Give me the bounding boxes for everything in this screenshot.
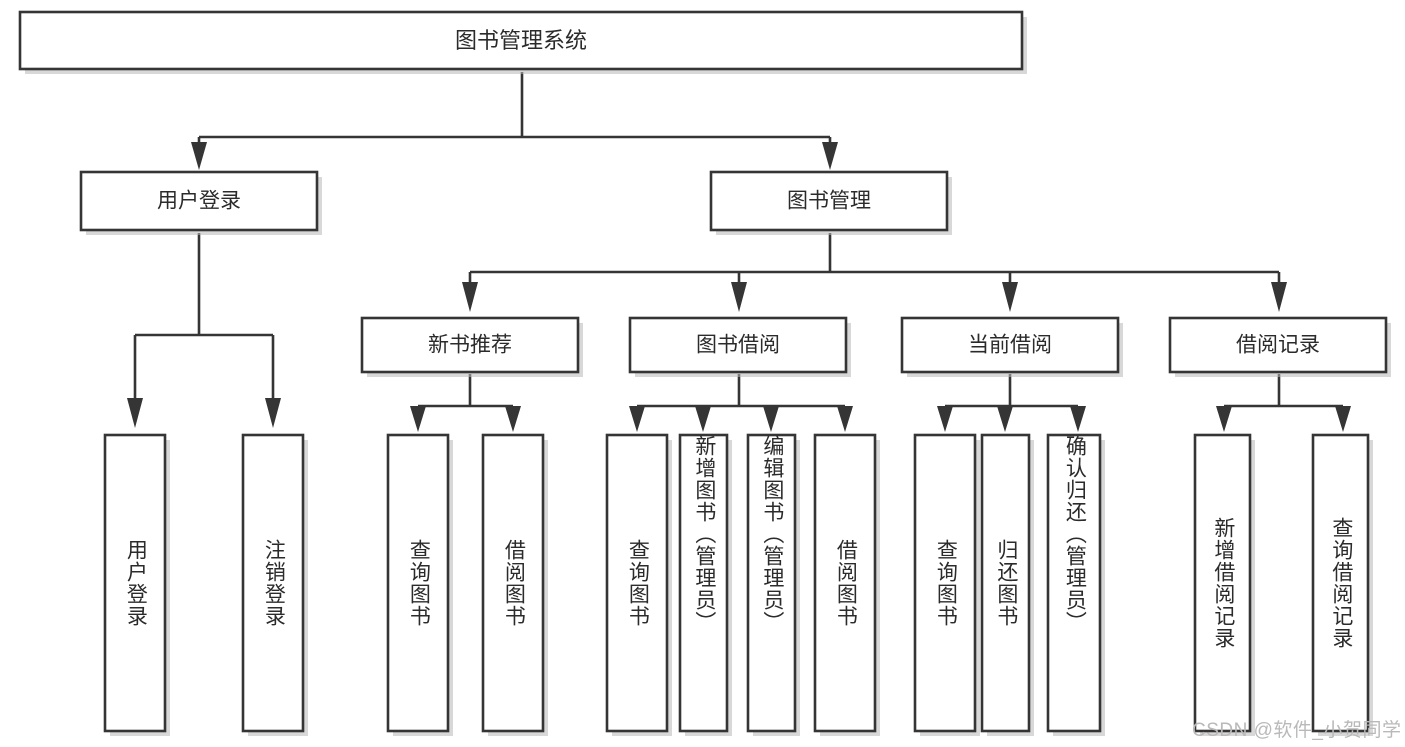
watermark-text: CSDN @软件_小贺同学 — [1192, 720, 1402, 741]
node-leaf-logout[interactable] — [241, 433, 308, 736]
node-leaf-user-login[interactable] — [103, 433, 170, 736]
connector-newbook-to-leaves — [410, 374, 521, 432]
node-new-book-recommend-label: 新书推荐 — [428, 334, 512, 357]
node-leaf-add-book[interactable] — [678, 433, 732, 736]
node-book-manage[interactable]: 图书管理 — [709, 170, 952, 235]
node-leaf-query-record[interactable] — [1311, 433, 1373, 736]
connector-root-to-level1 — [191, 72, 838, 170]
connector-bookmanage-to-level2 — [462, 233, 1287, 312]
node-borrow-record-label: 借阅记录 — [1236, 334, 1320, 357]
connector-userlogin-to-leaves — [127, 233, 281, 428]
node-leaf-query-book-3[interactable] — [913, 433, 980, 736]
node-current-borrow-label: 当前借阅 — [968, 334, 1052, 357]
node-root-label: 图书管理系统 — [455, 28, 587, 53]
connector-borrowrecord-to-leaves — [1216, 374, 1351, 432]
node-new-book-recommend[interactable]: 新书推荐 — [360, 316, 583, 377]
node-leaf-confirm-return[interactable] — [1046, 433, 1105, 736]
node-user-login-label: 用户登录 — [157, 190, 241, 213]
node-book-borrow[interactable]: 图书借阅 — [628, 316, 851, 377]
node-root[interactable]: 图书管理系统 — [18, 10, 1027, 74]
node-leaf-edit-book[interactable] — [746, 433, 800, 736]
node-book-borrow-label: 图书借阅 — [696, 334, 780, 357]
node-leaf-query-book-1[interactable] — [386, 433, 453, 736]
node-leaf-borrow-book-1[interactable] — [481, 433, 548, 736]
node-borrow-record[interactable]: 借阅记录 — [1168, 316, 1391, 377]
connector-currentborrow-to-leaves — [937, 374, 1086, 432]
node-user-login[interactable]: 用户登录 — [79, 170, 322, 235]
node-leaf-query-book-2[interactable] — [605, 433, 672, 736]
node-book-manage-label: 图书管理 — [787, 190, 871, 213]
connector-bookborrow-to-leaves — [629, 374, 853, 432]
node-leaf-return-book[interactable] — [980, 433, 1034, 736]
node-leaf-add-record[interactable] — [1193, 433, 1255, 736]
node-leaf-borrow-book-2[interactable] — [813, 433, 880, 736]
node-current-borrow[interactable]: 当前借阅 — [900, 316, 1123, 377]
